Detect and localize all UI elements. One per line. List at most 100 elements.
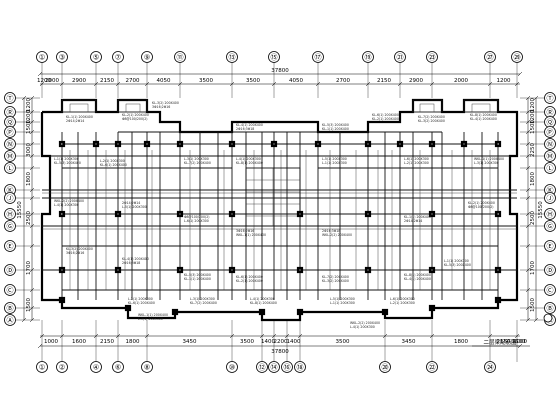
column xyxy=(114,210,122,218)
column xyxy=(176,266,184,274)
axis-label: Ⓔ xyxy=(7,242,14,250)
axis-circle xyxy=(56,361,68,373)
axis-bubble-top: ㉑ xyxy=(394,51,406,63)
axis-bubble-top: ① xyxy=(36,51,48,63)
column xyxy=(494,266,502,274)
axis-label: Ⓝ xyxy=(7,140,14,148)
top-dim-value: 2700 xyxy=(336,78,350,84)
axis-bubble-top: ⑮ xyxy=(268,51,280,63)
column xyxy=(314,140,322,148)
beam-callout-rebar: KL-2(1) 200X400 xyxy=(236,279,263,283)
axis-label: ⑦ xyxy=(115,53,121,61)
right-dim-value: 1700 xyxy=(530,261,536,275)
axis-circle xyxy=(4,314,16,326)
beam-callout: KL-2(1) 200X400 xyxy=(468,201,495,205)
axis-bubble-left: Ⓛ xyxy=(4,162,16,174)
axis-circle xyxy=(268,361,280,373)
column xyxy=(428,210,436,218)
axis-label: ⑳ xyxy=(382,363,389,371)
right-total-dim: 15550 xyxy=(538,201,544,219)
beam-callout-rebar: L-2(1) 200X300 xyxy=(404,161,429,165)
top-dim-value: 3500 xyxy=(246,78,260,84)
axis-bubble-top: ㉗ xyxy=(484,51,496,63)
axis-circle xyxy=(544,302,556,314)
dim-tick xyxy=(397,81,403,87)
axis-bubble-right: Ⓖ xyxy=(544,220,556,232)
dim-tick xyxy=(525,211,531,217)
dim-tick xyxy=(429,333,435,339)
axis-label: ⑫ xyxy=(259,363,266,371)
axis-bubble-bottom: ⑱ xyxy=(294,361,306,373)
beam-callout-rebar: L-3(1) 200X300 xyxy=(474,161,499,165)
beam-callout: KL-7(2) 200X400 xyxy=(322,275,349,279)
dim-tick xyxy=(271,81,277,87)
axis-bubble-right: Ⓓ xyxy=(544,264,556,276)
axis-label: Ⓒ xyxy=(547,286,554,294)
axis-label: Ⓣ xyxy=(7,94,14,102)
beam-callout: 2Φ16;3Φ18 xyxy=(322,229,340,233)
axis-label: ⑥ xyxy=(115,363,121,371)
axis-label: ⑧ xyxy=(144,363,150,371)
beam-callout-rebar: KL-8(1) 200X400 xyxy=(236,161,263,165)
axis-circle xyxy=(226,51,238,63)
axis-circle xyxy=(4,264,16,276)
right-dim-value: 1200 xyxy=(530,110,536,124)
axis-circle xyxy=(4,150,16,162)
dim-tick xyxy=(525,243,531,249)
axis-circle xyxy=(426,51,438,63)
building-outline xyxy=(40,98,519,322)
dim-tick xyxy=(525,95,531,101)
beam-callout: L-5(1) 200X300 xyxy=(330,297,355,301)
axis-label: ⑰ xyxy=(315,53,322,61)
beam-callout-rebar: L-1(1) 200X300 xyxy=(330,301,355,305)
top-dim-value: 2150 xyxy=(377,78,391,84)
axis-bubble-bottom: ⑩ xyxy=(226,361,238,373)
column xyxy=(228,140,236,148)
beam-callout-rebar: L-5(1) 200X300 xyxy=(122,205,147,209)
axis-label: Ⓚ xyxy=(7,186,14,194)
dim-tick xyxy=(229,333,235,339)
dim-tick xyxy=(271,333,277,339)
axis-bubble-top: ⑤ xyxy=(90,51,102,63)
axis-circle xyxy=(141,361,153,373)
beam-callout: WKL-2(2) 200X400 xyxy=(54,199,84,203)
dim-tick xyxy=(525,195,531,201)
right-dim-value: 1500 xyxy=(530,120,536,134)
dim-tick xyxy=(29,305,35,311)
bottom-dim-value: 1000 xyxy=(513,339,527,345)
axis-label: ㉑ xyxy=(397,53,404,61)
axis-label: Ⓙ xyxy=(7,194,14,202)
bottom-dim-value: 2150 xyxy=(100,339,114,345)
left-dim-value: 1500 xyxy=(26,298,32,312)
axis-bubble-right: Ⓗ xyxy=(544,208,556,220)
top-dim-value: 2000 xyxy=(454,78,468,84)
dim-tick xyxy=(29,109,35,115)
beam-callout-rebar: KL-8(1) 200X400 xyxy=(250,301,277,305)
column xyxy=(124,304,132,312)
column xyxy=(92,140,100,148)
axis-label: Ⓐ xyxy=(7,316,14,324)
beam-callout-rebar: 2Φ14;2Φ14 xyxy=(66,119,84,123)
beam-callout-rebar: KL-5(3) 200X400 xyxy=(54,161,81,165)
axis-label: Ⓗ xyxy=(547,210,554,218)
beam-callout: KL-1(1) 200X400 xyxy=(404,215,431,219)
axis-bubble-right: Ⓙ xyxy=(544,192,556,204)
grid-lines xyxy=(16,62,544,362)
axis-bubble-left: Ⓑ xyxy=(4,302,16,314)
beam-callout: 3Φ16;2Φ16 xyxy=(236,229,254,233)
bottom-dim-value: 1000 xyxy=(44,339,58,345)
window-box xyxy=(419,103,435,113)
column xyxy=(364,210,372,218)
axis-circle xyxy=(268,51,280,63)
axis-circle xyxy=(544,264,556,276)
column xyxy=(364,140,372,148)
dim-tick xyxy=(93,333,99,339)
dim-tick xyxy=(429,81,435,87)
beam-callout-rebar: L-3(1) 200X300 xyxy=(138,317,163,321)
dim-tick xyxy=(29,267,35,273)
column xyxy=(114,140,122,148)
bottom-dim-value: 1800 xyxy=(454,339,468,345)
axis-label: ④ xyxy=(93,363,99,371)
bottom-dim-value: 1400 xyxy=(287,339,301,345)
beam-callout: Φ8@100/200(2) xyxy=(184,215,209,219)
